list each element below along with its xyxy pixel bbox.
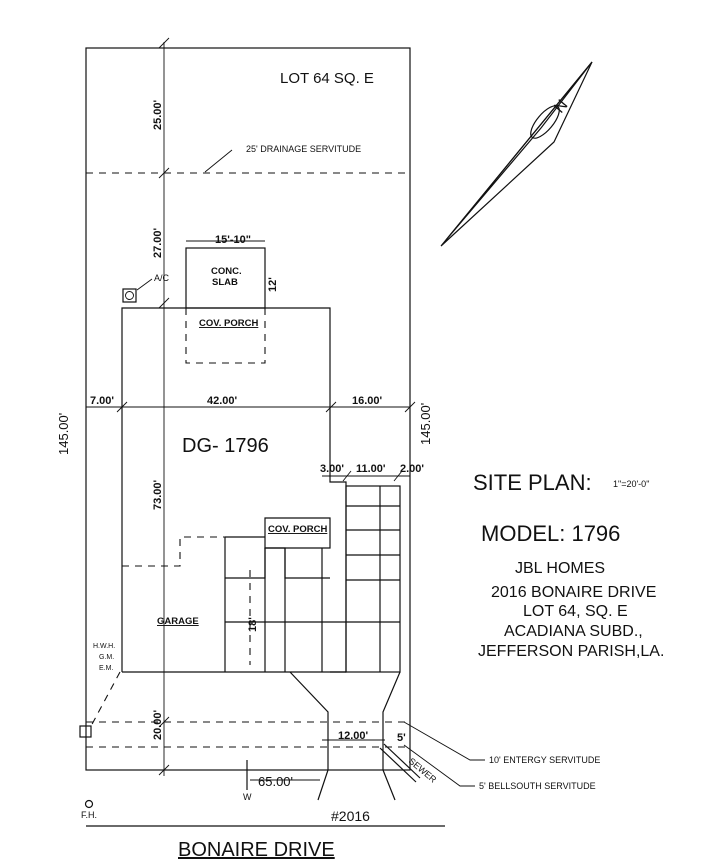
tick — [393, 470, 403, 482]
north-label: N — [551, 97, 571, 117]
street-name: BONAIRE DRIVE — [178, 839, 335, 861]
dim-lot-depth-left: 145.00' — [56, 413, 71, 455]
em-label: E.M. — [99, 665, 113, 672]
sewer-line — [383, 743, 421, 779]
entergy-label: 10' ENTERGY SERVITUDE — [489, 755, 600, 765]
tick — [158, 37, 170, 49]
model-code-label: DG- 1796 — [182, 435, 269, 457]
tick — [158, 167, 170, 179]
front-walk — [225, 547, 330, 579]
model-title: MODEL: 1796 — [481, 521, 620, 546]
dim-slab-depth: 12' — [267, 277, 279, 292]
ac-leader — [136, 278, 153, 291]
dim-top-setback: 25.00' — [152, 99, 164, 130]
dim-house-width: 42.00' — [207, 395, 238, 407]
tick — [404, 401, 416, 413]
gm-label: G.M. — [99, 654, 114, 661]
slab-label-2: SLAB — [212, 277, 238, 288]
ac-label: A/C — [154, 273, 170, 283]
sewer-line — [379, 747, 417, 783]
garage-dashed-line — [122, 536, 225, 567]
dim-right-side: 16.00' — [352, 395, 383, 407]
address-line-3: ACADIANA SUBD., — [504, 623, 643, 640]
driveway-left-edge — [289, 671, 329, 801]
front-porch-outline — [225, 517, 331, 549]
dim-house-depth: 73.00' — [152, 479, 164, 510]
dim-garage-depth: 18' — [247, 617, 259, 632]
address-line-4: JEFFERSON PARISH,LA. — [478, 643, 664, 660]
dim-bellsouth-width: 5' — [397, 732, 406, 744]
garage-label: GARAGE — [157, 616, 199, 627]
entergy-leader — [403, 721, 485, 761]
tick — [325, 401, 337, 413]
rear-porch-label: COV. PORCH — [199, 318, 258, 329]
address-line-1: 2016 BONAIRE DRIVE — [491, 584, 656, 601]
dim-mid-setback: 27.00' — [152, 227, 164, 258]
water-label: W — [243, 792, 252, 802]
lot-label: LOT 64 SQ. E — [280, 70, 374, 87]
dim-driveway-width: 12.00' — [338, 730, 369, 742]
tick — [158, 297, 170, 309]
address-line-2: LOT 64, SQ. E — [523, 603, 628, 620]
fire-hydrant-label: F.H. — [81, 810, 97, 820]
dim-lot-depth-right: 145.00' — [418, 403, 433, 445]
front-porch-label: COV. PORCH — [268, 524, 327, 535]
hwh-label: H.W.H. — [93, 643, 115, 650]
fire-hydrant-icon — [84, 799, 94, 809]
scale-label: 1"=20'-0" — [613, 479, 649, 489]
builder-name: JBL HOMES — [515, 560, 605, 577]
dim-front-setback: 20.00' — [152, 709, 164, 740]
drainage-servitude-label: 25' DRAINAGE SERVITUDE — [246, 144, 361, 154]
tick — [158, 764, 170, 776]
side-walkway — [345, 485, 401, 673]
slab-label-1: CONC. — [211, 266, 242, 277]
meter-box — [79, 725, 92, 738]
bellsouth-label: 5' BELLSOUTH SERVITUDE — [479, 781, 596, 791]
dim-left-side: 7.00' — [90, 395, 114, 407]
driveway-right-edge — [382, 671, 401, 801]
bellsouth-leader — [403, 744, 475, 787]
rear-porch-outline — [185, 308, 266, 364]
utility-line — [89, 671, 121, 729]
dim-lot-frontage: 65.00' — [258, 774, 293, 789]
north-arrow-icon — [440, 61, 593, 247]
drainage-leader — [204, 149, 233, 173]
tick — [342, 470, 352, 482]
house-number-label: #2016 — [331, 808, 370, 824]
dim-offset-c: 2.00' — [400, 463, 424, 475]
ac-unit — [122, 288, 137, 303]
site-plan-title: SITE PLAN: — [473, 470, 592, 495]
dim-offset-a: 3.00' — [320, 463, 344, 475]
dim-slab-width: 15'-10" — [215, 234, 251, 246]
lot-boundary — [85, 47, 411, 771]
dim-offset-b: 11.00' — [356, 463, 386, 475]
ac-fan-icon — [125, 291, 134, 300]
